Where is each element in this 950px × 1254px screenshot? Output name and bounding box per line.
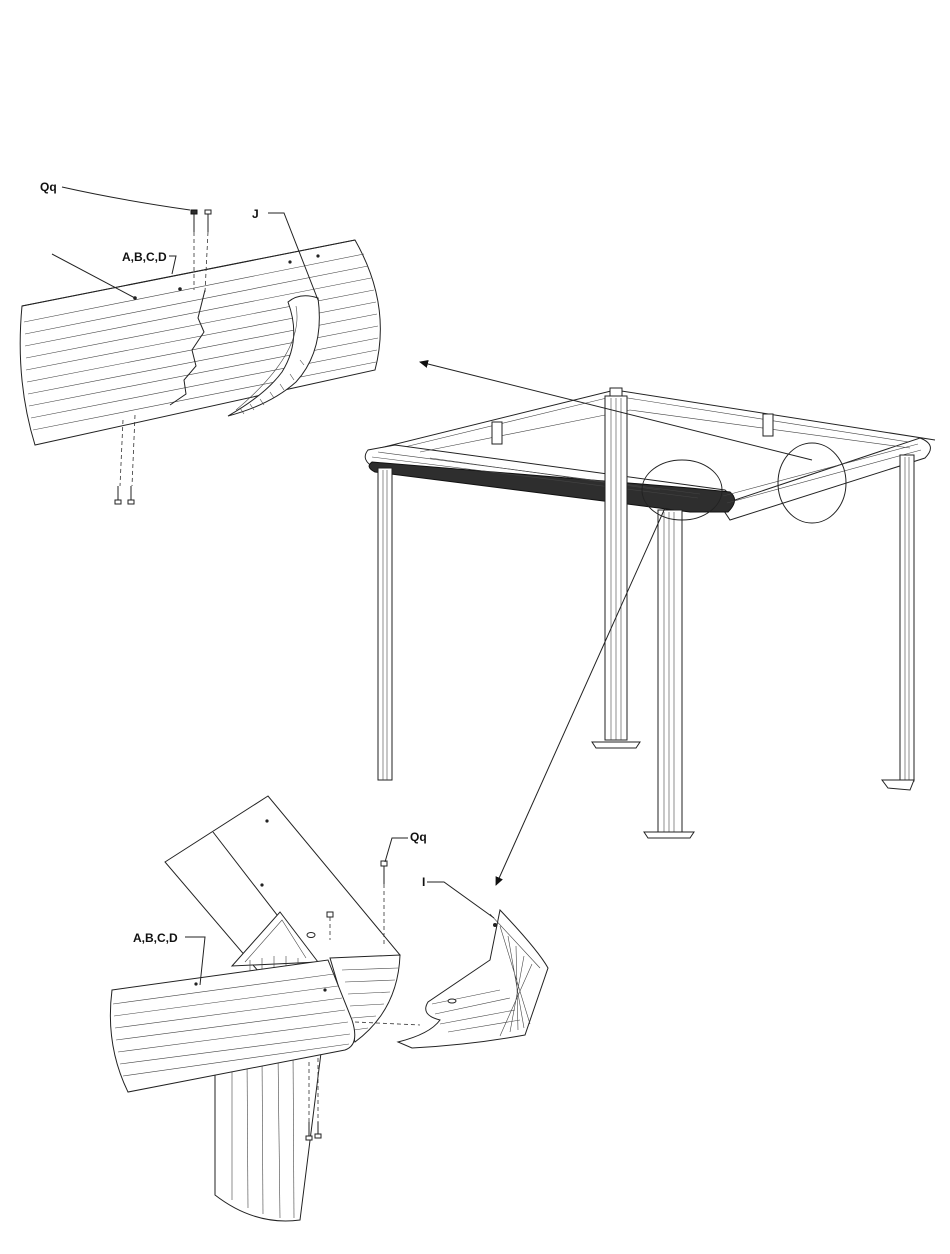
post-back-left	[592, 396, 640, 748]
post-front-right	[644, 510, 694, 838]
callout-top-bracket-j: J	[252, 208, 259, 220]
bottom-bolts-top-detail	[115, 415, 135, 504]
callout-bottom-cap-i: I	[422, 876, 425, 888]
top-detail-beam-splice	[20, 187, 380, 504]
callout-top-joint-abcd: A,B,C,D	[122, 251, 167, 263]
post-front-left	[378, 468, 392, 780]
corner-cap-i	[398, 910, 548, 1048]
callout-bottom-joint-abcd: A,B,C,D	[133, 932, 178, 944]
arrow-to-bottom-detail	[496, 508, 665, 885]
callout-top-bolt-qq: Qq	[40, 181, 57, 193]
bottom-detail-corner-joint	[110, 796, 548, 1221]
gazebo-frame	[365, 362, 935, 885]
post-back-right	[882, 455, 914, 790]
callout-bottom-bolt-qq: Qq	[410, 831, 427, 843]
